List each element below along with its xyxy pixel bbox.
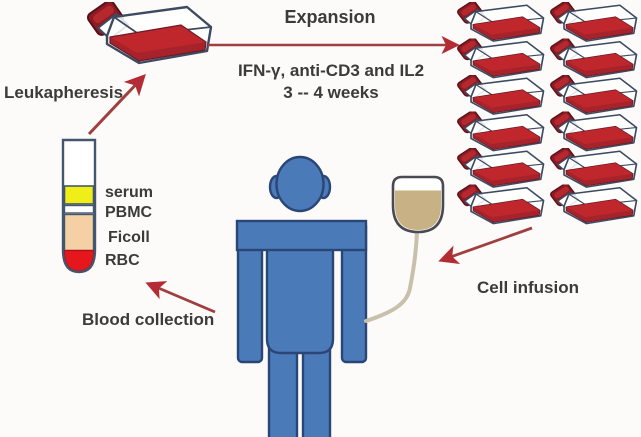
expansion-duration-label: 3 -- 4 weeks [283,83,379,102]
ficoll-layer [63,213,95,252]
ficoll-label: Ficoll [108,229,150,246]
test-tube-icon [61,138,97,274]
leukapheresis-label: Leukapheresis [4,83,124,102]
culture-flask-icon [455,75,545,115]
culture-flask-icon [548,2,638,42]
expansion-label: Expansion [284,7,376,27]
shoulders [235,219,368,252]
cell-infusion-arrow [438,226,533,264]
leg-left [267,346,299,437]
culture-flask-icon [455,184,545,225]
serum-layer [63,185,95,205]
pbmc-label: PBMC [105,204,153,221]
iv-tube-line [364,230,419,323]
culture-flask-icon [455,38,545,79]
culture-flask-icon [548,148,638,188]
culture-flask-icon [455,111,545,152]
cell-infusion-label: Cell infusion [477,278,579,297]
expansion-reagents-label: IFN-γ, anti-CD3 and IL2 [237,61,425,80]
blood-collection-label: Blood collection [82,310,215,329]
culture-flask-icon [84,2,213,65]
leukapheresis-arrow [87,73,146,136]
culture-flask-icon [548,111,638,152]
blood-collection-arrow [145,281,216,314]
head [275,155,325,213]
serum-label: serum [105,184,154,201]
culture-flask-icon [548,75,638,115]
culture-flask-icon [548,38,638,79]
patient-figure [235,155,368,437]
iv-bag-icon [391,175,445,234]
culture-flask-icon [455,2,545,42]
leg-right [301,346,332,437]
rbc-label: RBC [105,252,140,269]
pbmc-layer [63,204,95,214]
iv-fluid [395,190,441,230]
culture-flask-icon [455,148,545,188]
flask-grid [455,2,638,225]
torso [265,220,335,355]
culture-flask-icon [548,184,638,225]
